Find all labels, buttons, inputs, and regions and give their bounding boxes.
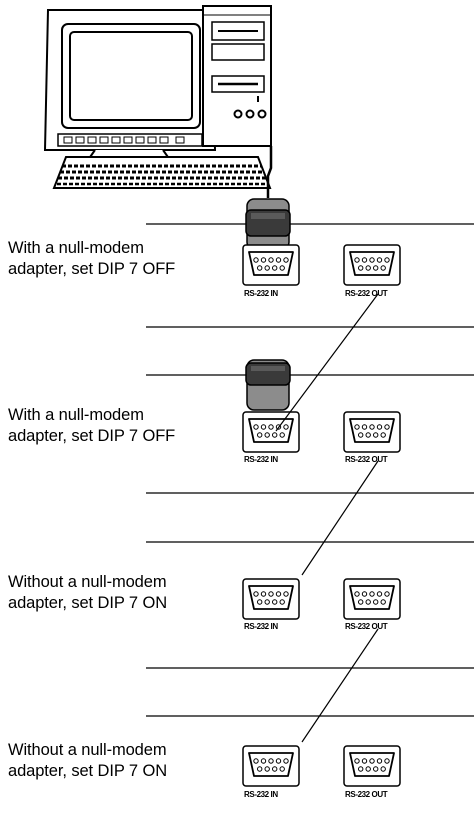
rs232-out-label: RS-232 OUT (345, 289, 388, 298)
rs232-out-label: RS-232 OUT (345, 622, 388, 631)
caption-line-2: adapter, set DIP 7 OFF (8, 427, 176, 445)
caption-line-1: With a null-modem (8, 239, 144, 257)
rs232-in-label: RS-232 IN (244, 790, 278, 799)
caption-line-1: Without a null-modem (8, 741, 167, 759)
caption-line-2: adapter, set DIP 7 OFF (8, 260, 176, 278)
caption-section-3: Without a null-modem adapter, set DIP 7 … (8, 572, 167, 614)
caption-section-4: Without a null-modem adapter, set DIP 7 … (8, 740, 167, 782)
computer-monitor-icon (43, 9, 217, 161)
separator-lines (146, 223, 474, 717)
caption-section-2: With a null-modem adapter, set DIP 7 OFF (8, 405, 175, 447)
caption-line-1: With a null-modem (8, 406, 144, 424)
rs232-in-label: RS-232 IN (244, 289, 278, 298)
db9-ports (242, 244, 401, 787)
db9-port-icon (242, 578, 300, 620)
caption-section-1: With a null-modem adapter, set DIP 7 OFF (8, 238, 175, 280)
db9-port-icon (343, 244, 401, 286)
db9-port-icon (242, 745, 300, 787)
db9-port-icon (343, 411, 401, 453)
caption-line-2: adapter, set DIP 7 ON (8, 594, 168, 612)
db9-port-icon (242, 411, 300, 453)
rs232-in-label: RS-232 IN (244, 622, 278, 631)
db9-port-icon (343, 578, 401, 620)
rs232-out-label: RS-232 OUT (345, 455, 388, 464)
null-modem-adapter-icon (245, 198, 291, 250)
keyboard-icon (52, 156, 272, 189)
rs232-out-label: RS-232 OUT (345, 790, 388, 799)
db9-port-icon (343, 745, 401, 787)
daisy-chain-cables (275, 293, 379, 743)
computer-cable (266, 146, 273, 198)
caption-line-2: adapter, set DIP 7 ON (8, 762, 168, 780)
computer-tower-icon (202, 5, 272, 147)
db9-port-icon (242, 244, 300, 286)
rs232-in-label: RS-232 IN (244, 455, 278, 464)
caption-line-1: Without a null-modem (8, 573, 167, 591)
null-modem-adapter-icon (245, 359, 291, 411)
